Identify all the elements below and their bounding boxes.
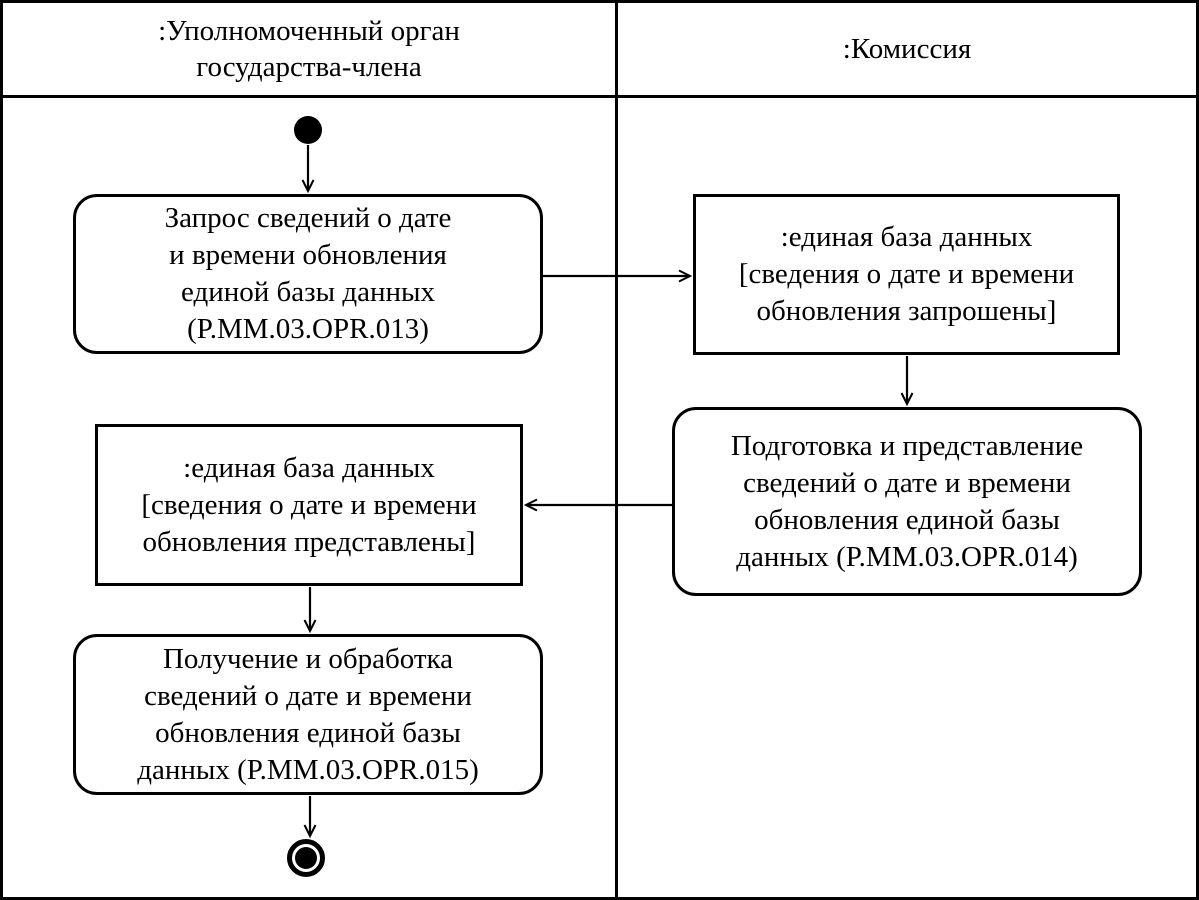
lane-title-authorized-body: :Уполномоченный орган государства-члена bbox=[158, 15, 460, 83]
swimlane-divider bbox=[615, 0, 618, 900]
object-unified-db-requested: :единая база данных [сведения о дате и в… bbox=[693, 194, 1120, 355]
lane-title-commission: :Комиссия bbox=[842, 33, 972, 65]
activity-request-update-info: Запрос сведений о дате и времени обновле… bbox=[73, 194, 543, 354]
initial-node-icon bbox=[294, 116, 322, 144]
final-node-icon bbox=[287, 839, 325, 877]
activity-receive-process-info: Получение и обработка сведений о дате и … bbox=[73, 634, 543, 795]
object-unified-db-provided: :единая база данных [сведения о дате и в… bbox=[95, 424, 523, 586]
swimlane-header-rule bbox=[0, 95, 1199, 98]
final-node-inner-dot bbox=[295, 847, 317, 869]
activity-prepare-present-info: Подготовка и представление сведений о да… bbox=[672, 407, 1142, 596]
